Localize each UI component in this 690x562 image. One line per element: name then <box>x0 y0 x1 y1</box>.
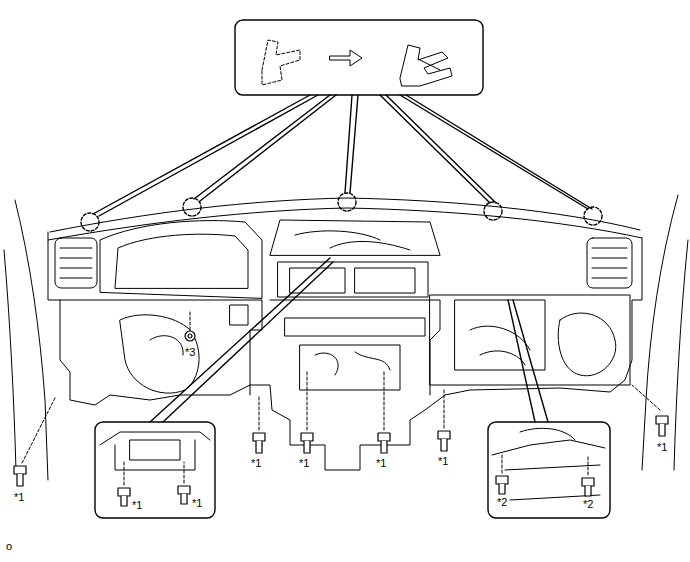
callout-number: *1 <box>298 457 310 469</box>
callout-number: *1 <box>250 457 262 469</box>
callout-number: *3 <box>184 346 196 358</box>
callout-number: *1 <box>13 491 25 503</box>
callout-number: *1 <box>656 441 668 453</box>
callout-number: *2 <box>496 496 508 508</box>
callout-number: *1 <box>191 497 203 509</box>
callout-number: *2 <box>582 498 594 510</box>
figure-code: o <box>5 540 13 552</box>
callout-number: *1 <box>131 499 143 511</box>
callout-number: *1 <box>437 455 449 467</box>
callout-number: *1 <box>375 457 387 469</box>
